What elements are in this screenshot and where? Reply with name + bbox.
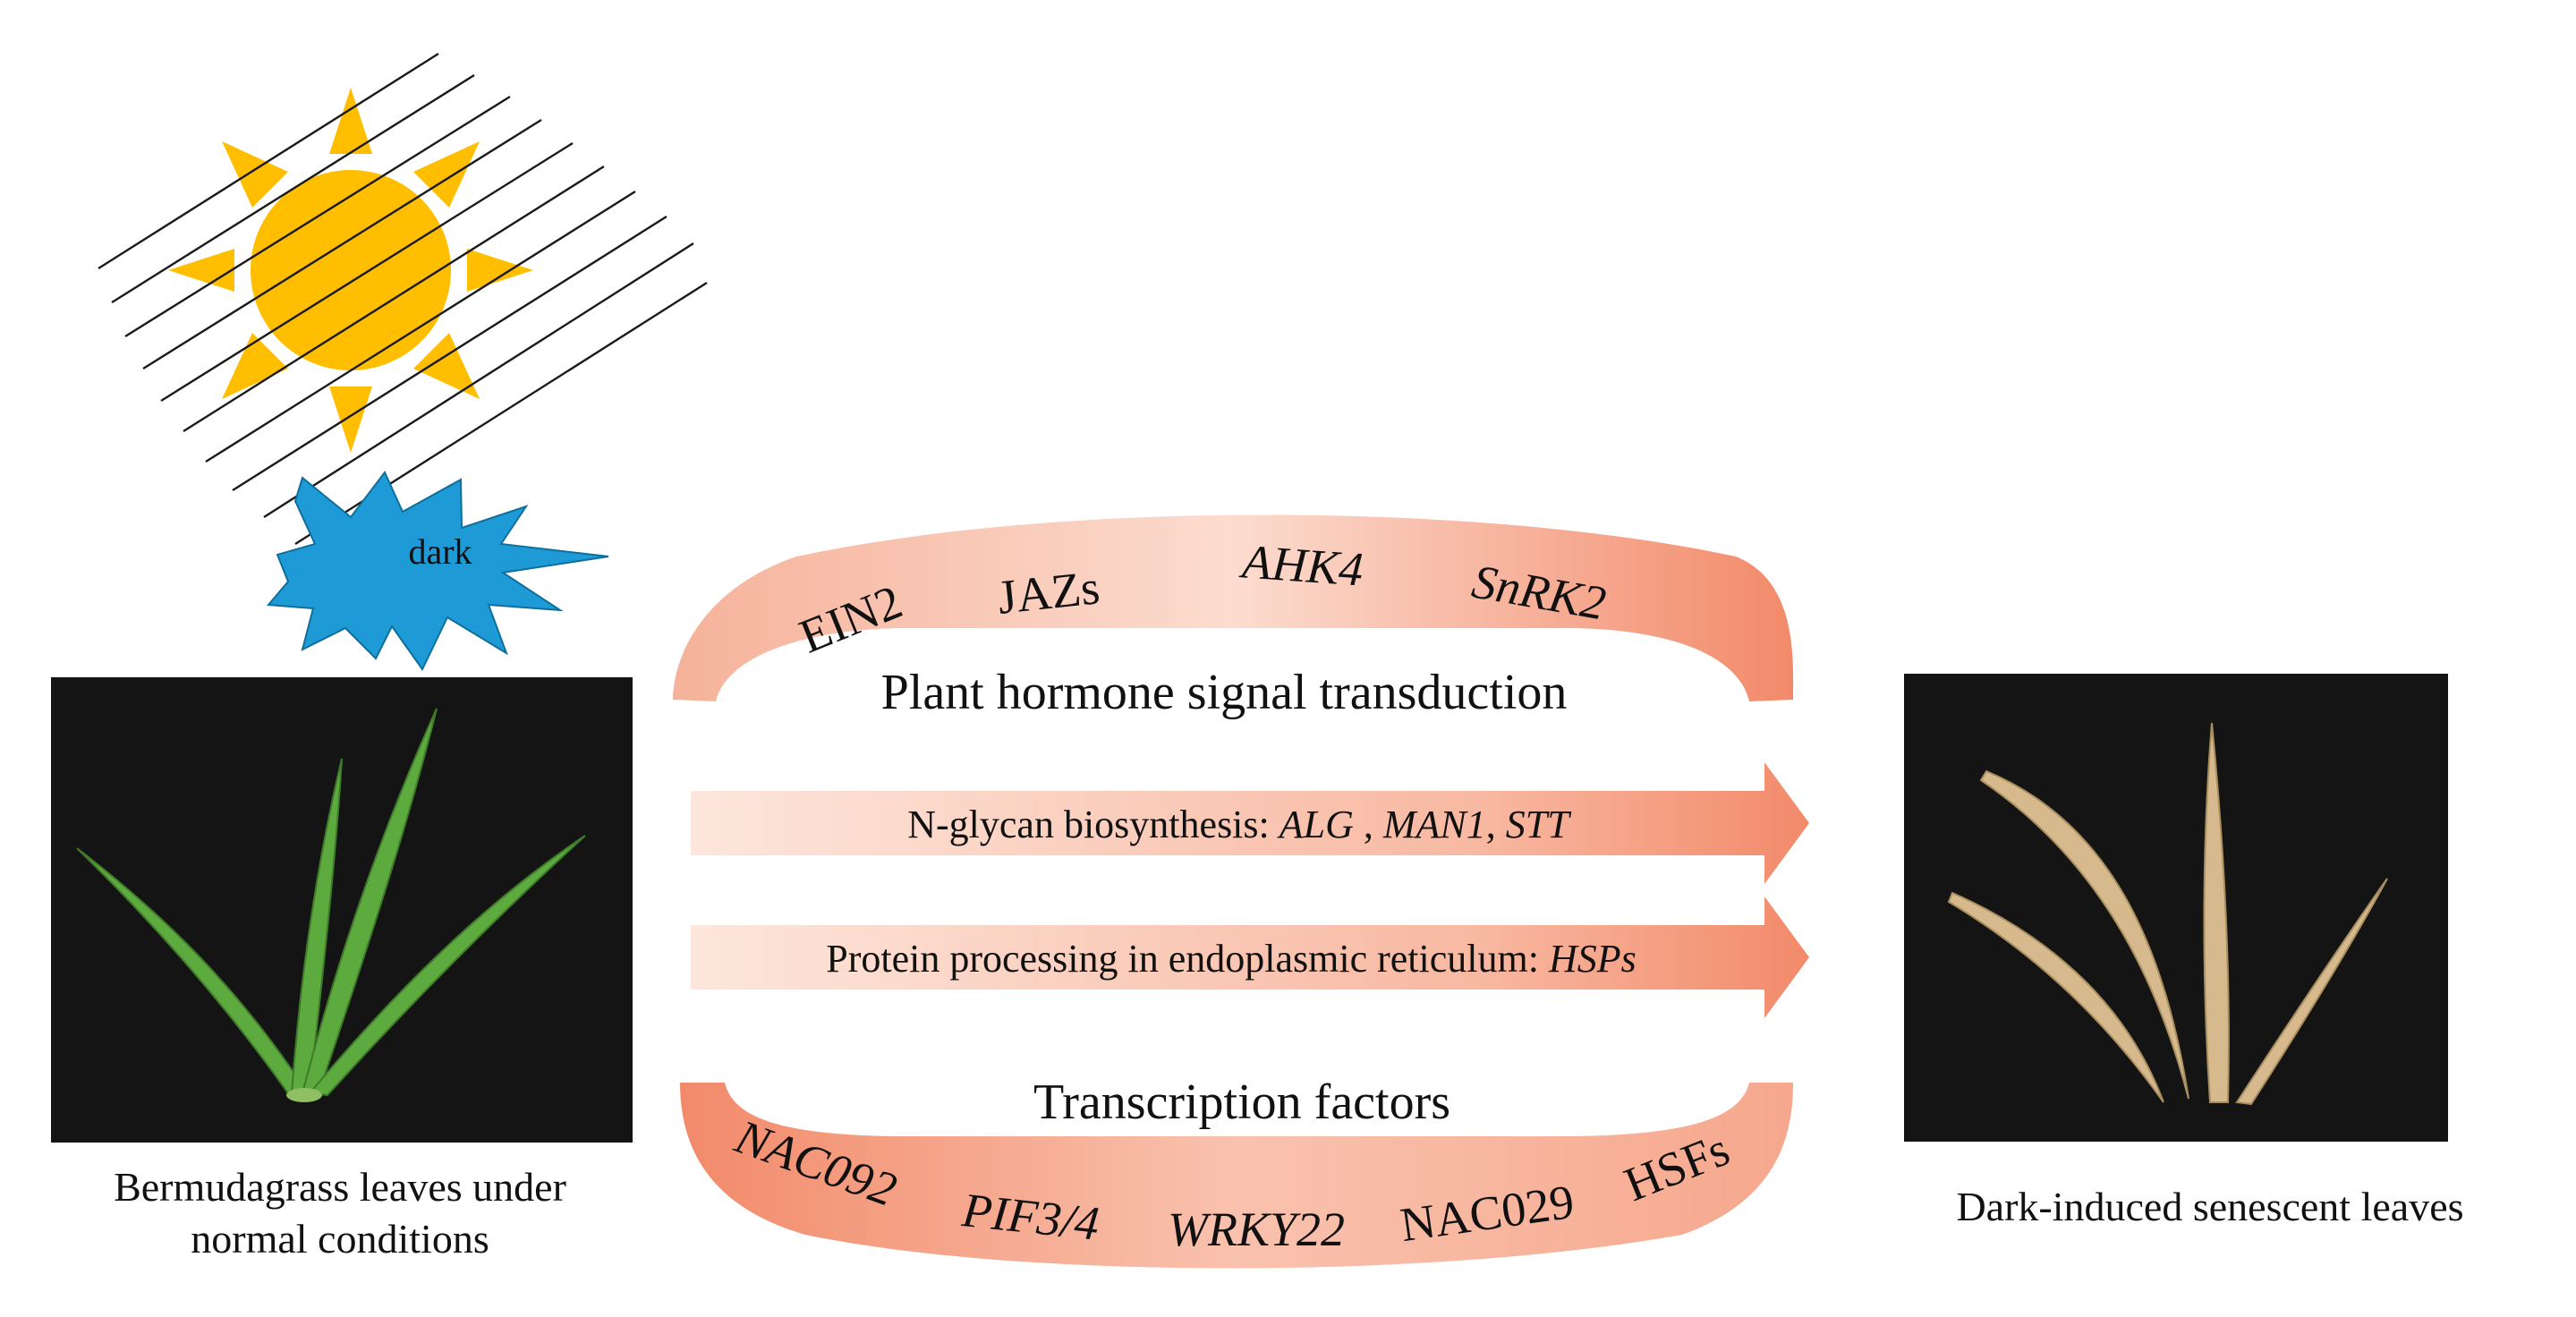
leaf (2235, 878, 2388, 1106)
leaf (1947, 891, 2164, 1103)
protein-arrow-shape (691, 896, 1809, 1018)
left-caption: Bermudagrass leaves under normal conditi… (18, 1161, 662, 1265)
leaf (76, 847, 302, 1095)
nglycan-arrow-shape (691, 762, 1809, 884)
dark-label: dark (408, 531, 472, 572)
tf-band-shape (680, 1083, 1793, 1269)
left-caption-line1: Bermudagrass leaves under (114, 1164, 566, 1210)
transcription-factor-band: Transcription factors NAC092 PIF3/4 WRKY… (680, 1075, 1793, 1269)
sun-rays (168, 88, 533, 453)
left-caption-line2: normal conditions (191, 1216, 489, 1262)
sun-hatching (98, 52, 708, 546)
leaf (290, 758, 343, 1095)
hormone-signal-band: EIN2 JAZs AHK4 SnRK2 Plant hormone signa… (673, 514, 1794, 720)
leaf (1979, 769, 2189, 1100)
hormone-band-shape (673, 514, 1794, 701)
leaf (2203, 722, 2230, 1103)
sun-disc (251, 170, 451, 370)
nglycan-arrow: N-glycan biosynthesis: ALG , MAN1, STT (691, 762, 1809, 884)
gene-WRKY22: WRKY22 (1168, 1202, 1345, 1256)
tf-band-title: Transcription factors (1033, 1075, 1450, 1130)
sun-icon (98, 52, 708, 546)
nglycan-label: N-glycan biosynthesis: ALG , MAN1, STT (907, 803, 1572, 846)
protein-processing-label: Protein processing in endoplasmic reticu… (826, 937, 1637, 981)
hormone-band-title: Plant hormone signal transduction (881, 665, 1568, 720)
leaf (308, 835, 586, 1097)
gene-AHK4: AHK4 (1238, 534, 1365, 596)
normal-leaves-photo (51, 677, 633, 1143)
protein-processing-arrow: Protein processing in endoplasmic reticu… (691, 896, 1809, 1018)
gene-JAZs: JAZs (995, 560, 1102, 625)
leaf (301, 708, 438, 1094)
leaf-base (286, 1088, 322, 1102)
right-caption: Dark-induced senescent leaves (1956, 1184, 2464, 1229)
dark-burst-icon: dark (266, 471, 609, 671)
senescent-leaves-photo (1904, 674, 2448, 1142)
